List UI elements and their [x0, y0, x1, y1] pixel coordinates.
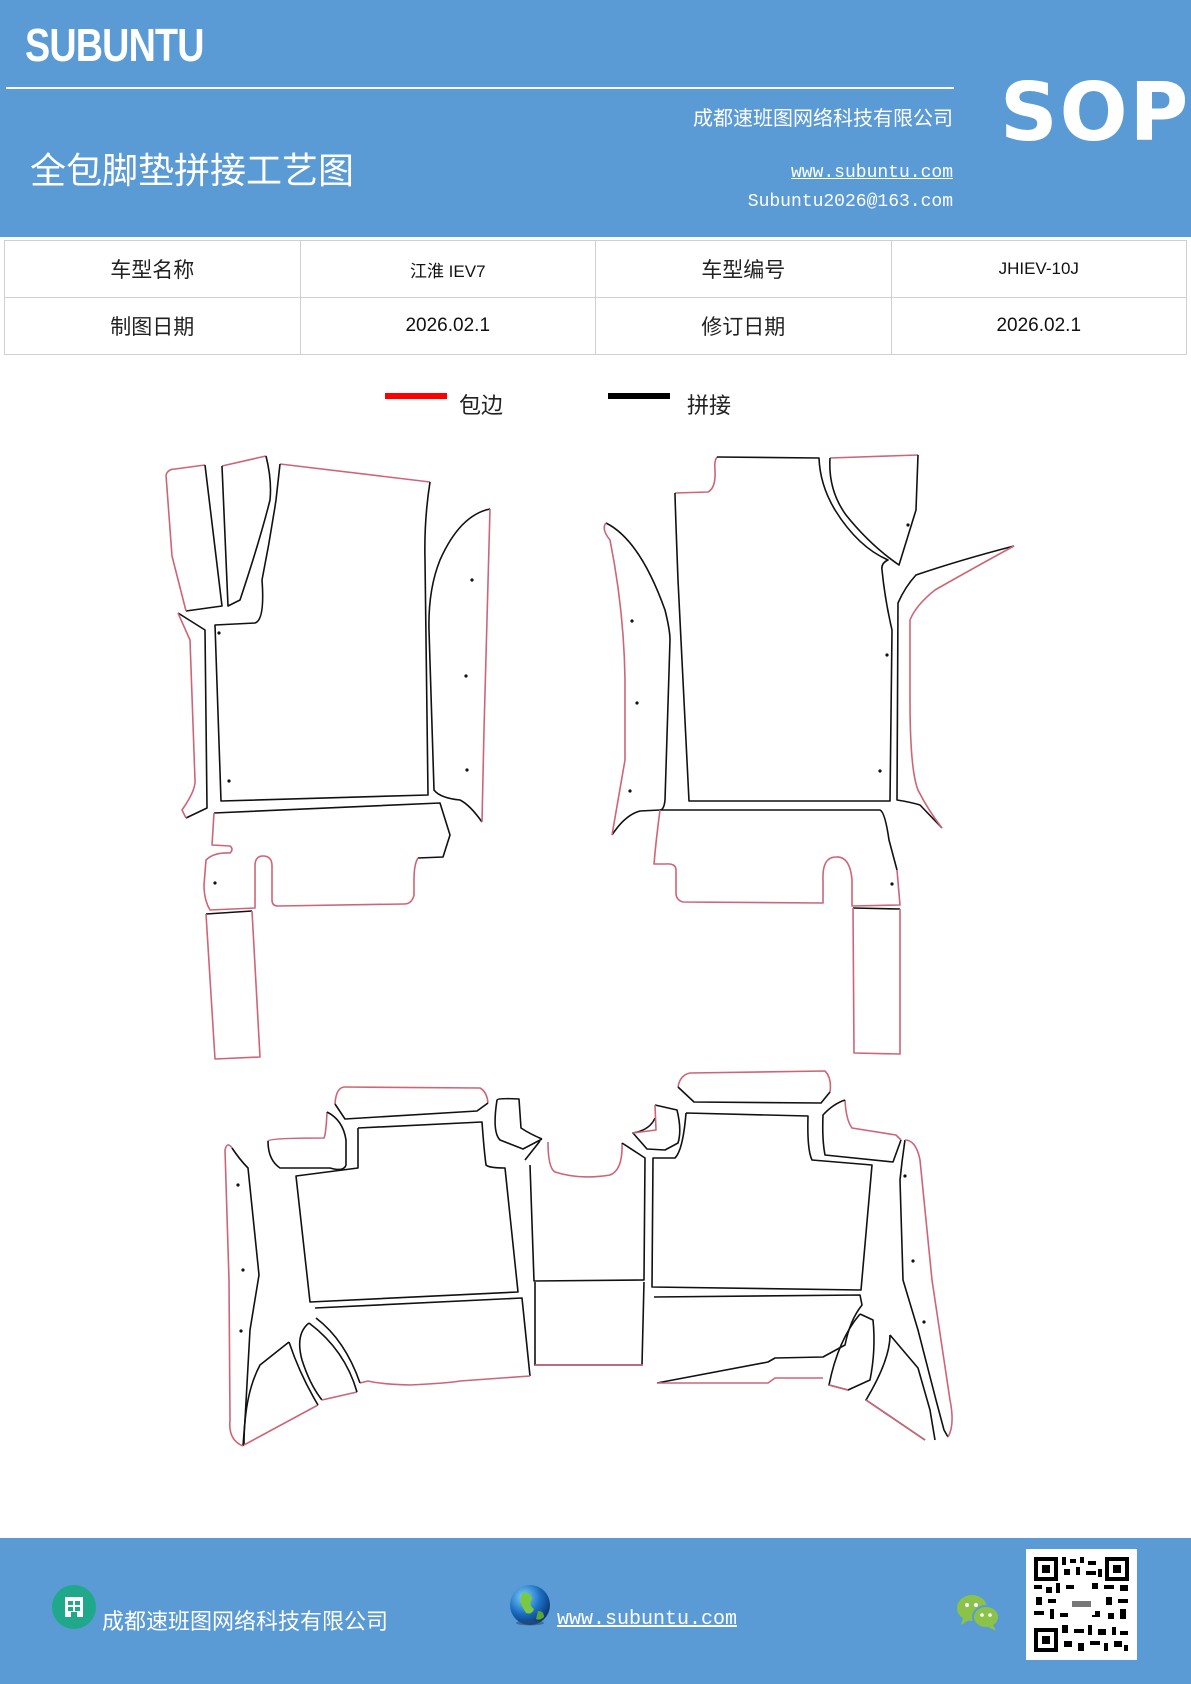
qr-code[interactable] [1026, 1549, 1137, 1660]
sop-badge: SOP [1000, 66, 1191, 159]
legend-label-edging: 包边 [459, 394, 504, 419]
rear-mat [224, 1070, 953, 1447]
legend: 包边 拼接 [0, 388, 1191, 428]
value-draw-date: 2026.02.1 [299, 297, 596, 355]
document-title: 全包脚垫拼接工艺图 [30, 151, 355, 192]
table-row: 车型名称 江淮 IEV7 车型编号 JHIEV-10J [4, 240, 1187, 298]
brand-logo: SUBUNTU [25, 19, 204, 71]
table-row: 制图日期 2026.02.1 修订日期 2026.02.1 [4, 297, 1187, 355]
footer-website-link[interactable]: www.subuntu.com [557, 1608, 738, 1631]
header-divider [6, 87, 954, 89]
building-icon [52, 1585, 96, 1629]
value-revision-date: 2026.02.1 [890, 297, 1187, 355]
globe-icon [508, 1583, 552, 1627]
legend-swatch-seam [608, 393, 670, 399]
label-revision-date: 修订日期 [595, 297, 892, 355]
front-right-mat [603, 454, 1015, 1055]
label-draw-date: 制图日期 [4, 297, 301, 355]
front-left-mat [165, 455, 491, 1060]
footer-company-name: 成都速班图网络科技有限公司 [102, 1610, 389, 1635]
label-model-code: 车型编号 [595, 240, 892, 298]
company-name: 成都速班图网络科技有限公司 [693, 106, 953, 130]
legend-label-seam: 拼接 [687, 394, 732, 419]
vehicle-info-table: 车型名称 江淮 IEV7 车型编号 JHIEV-10J 制图日期 2026.02… [4, 240, 1187, 355]
header: SUBUNTU 全包脚垫拼接工艺图 成都速班图网络科技有限公司 www.subu… [0, 0, 1191, 237]
website-link[interactable]: www.subuntu.com [790, 163, 953, 183]
footer: 成都速班图网络科技有限公司 www.subuntu.com [0, 1538, 1191, 1684]
wechat-icon [955, 1593, 1001, 1633]
value-model-code: JHIEV-10J [890, 240, 1187, 298]
legend-swatch-edging [385, 393, 447, 399]
value-model-name: 江淮 IEV7 [299, 240, 596, 298]
floor-mat-diagram [165, 454, 1015, 1447]
label-model-name: 车型名称 [4, 240, 301, 298]
email-address[interactable]: Subuntu2026@163.com [747, 192, 953, 212]
